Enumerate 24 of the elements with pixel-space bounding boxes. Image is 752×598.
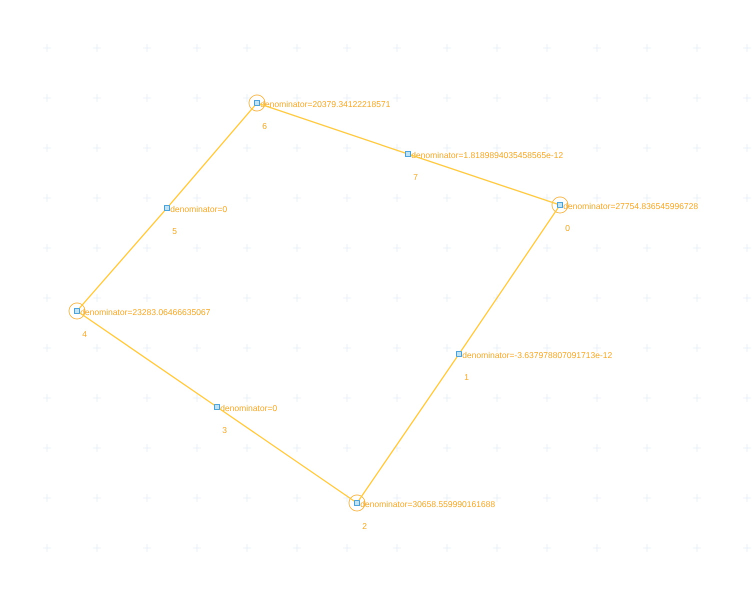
index-label: 6 [262, 123, 267, 129]
connector-line [220, 408, 354, 502]
connector-line [460, 208, 559, 352]
index-label: 4 [82, 331, 87, 337]
index-label: 0 [566, 225, 570, 231]
point-marker [405, 151, 411, 157]
point-marker [164, 205, 170, 211]
point-label: denominator=-3.637978807091713e-12 [462, 352, 612, 358]
index-label: 7 [414, 174, 418, 180]
connector-line [410, 154, 558, 205]
connector-line [260, 103, 406, 154]
connector-line [80, 312, 214, 406]
index-label: 2 [362, 523, 366, 529]
index-label: 5 [172, 228, 177, 234]
point-marker [456, 351, 462, 357]
point-marker [214, 404, 220, 410]
connector-line [169, 105, 256, 206]
connector-line [358, 356, 458, 500]
point-label: denominator=0 [220, 404, 277, 412]
point-label: denominator=0 [170, 206, 227, 212]
index-label: 1 [464, 374, 469, 380]
index-label: 3 [222, 427, 227, 433]
point-label: denominator=1.8189894035458565e-12 [412, 152, 563, 158]
connector-line [79, 210, 165, 309]
